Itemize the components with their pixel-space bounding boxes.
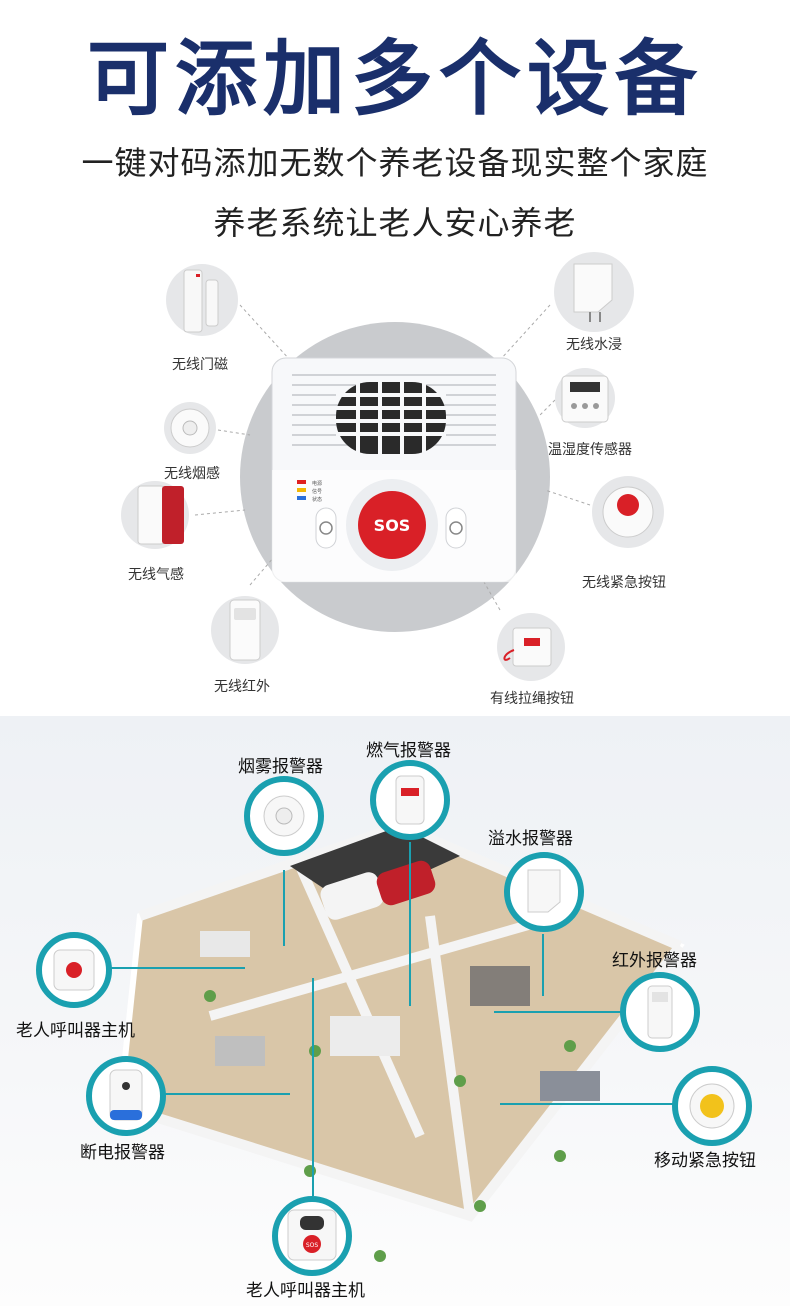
device-label-pull-cord: 有线拉绳按钮 bbox=[490, 691, 574, 707]
svg-text:状态: 状态 bbox=[312, 496, 322, 503]
callout-elder-caller-host-bottom: SOS bbox=[272, 1196, 352, 1276]
callout-label-smoke-alarm: 烟雾报警器 bbox=[238, 757, 323, 777]
device-label-thermo-hygrometer: 温湿度传感器 bbox=[548, 442, 632, 458]
door-sensor-device bbox=[166, 264, 238, 336]
pull-cord-button-device bbox=[497, 613, 565, 681]
callout-power-failure-alarm bbox=[86, 1056, 166, 1136]
sos-label: SOS bbox=[374, 516, 411, 535]
infrared-sensor-device bbox=[211, 596, 279, 664]
infrared-alarm-icon bbox=[647, 985, 673, 1039]
device-label-water-leak: 无线水浸 bbox=[566, 337, 622, 353]
smoke-alarm-icon bbox=[263, 795, 305, 837]
call-button-right bbox=[445, 507, 467, 549]
page-title: 可添加多个设备 bbox=[86, 32, 703, 127]
svg-text:电源: 电源 bbox=[312, 480, 322, 487]
callout-elder-caller-host-left bbox=[36, 932, 112, 1008]
overflow-alarm-icon bbox=[527, 869, 561, 913]
callout-label-infrared-alarm: 红外报警器 bbox=[612, 951, 697, 971]
speaker-grille bbox=[336, 382, 446, 454]
power-failure-alarm-icon bbox=[109, 1069, 143, 1121]
callout-mobile-emergency-button bbox=[672, 1066, 752, 1146]
callout-overflow-alarm bbox=[504, 852, 584, 932]
call-button-left bbox=[315, 507, 337, 549]
thermo-hygrometer-device bbox=[555, 368, 615, 428]
mobile-emergency-button-icon bbox=[689, 1083, 735, 1129]
subtitle-secondary: 养老系统让老人安心养老 bbox=[213, 204, 577, 242]
gas-alarm-icon bbox=[395, 775, 425, 825]
sos-button bbox=[358, 491, 426, 559]
water-leak-sensor-device bbox=[554, 252, 634, 332]
house-layout-section: SOS 烟雾报警器 燃气报警器 溢水报警器 红外报警器 老人呼叫器主机 断电报警… bbox=[0, 716, 790, 1306]
device-label-gas: 无线气感 bbox=[128, 567, 184, 583]
callout-lines bbox=[104, 842, 675, 1196]
elder-caller-host-icon bbox=[53, 949, 95, 991]
subtitle-primary: 一键对码添加无数个养老设备现实整个家庭 bbox=[81, 144, 709, 182]
svg-text:信号: 信号 bbox=[312, 488, 322, 495]
callout-label-gas-alarm: 燃气报警器 bbox=[366, 741, 451, 761]
emergency-button-device bbox=[592, 476, 664, 548]
callout-label-mobile-emergency-button: 移动紧急按钮 bbox=[654, 1151, 756, 1171]
svg-text:SOS: SOS bbox=[306, 1242, 319, 1249]
gas-sensor-device bbox=[121, 481, 189, 549]
device-label-emergency-button: 无线紧急按钮 bbox=[582, 575, 666, 591]
smoke-detector-device bbox=[164, 402, 216, 454]
elder-caller-host-icon: SOS bbox=[287, 1209, 337, 1261]
device-connection-diagram: 电源 信号 状态 SOS bbox=[121, 252, 664, 681]
callout-gas-alarm bbox=[370, 760, 450, 840]
device-label-infrared: 无线红外 bbox=[214, 679, 270, 695]
callout-label-overflow-alarm: 溢水报警器 bbox=[488, 829, 573, 849]
device-label-door-sensor: 无线门磁 bbox=[172, 357, 228, 373]
callout-smoke-alarm bbox=[244, 776, 324, 856]
callout-infrared-alarm bbox=[620, 972, 700, 1052]
callout-label-elder-caller-host-bottom: 老人呼叫器主机 bbox=[246, 1281, 365, 1301]
callout-label-elder-caller-host-left: 老人呼叫器主机 bbox=[16, 1021, 135, 1041]
device-label-smoke: 无线烟感 bbox=[164, 466, 220, 482]
callout-label-power-failure-alarm: 断电报警器 bbox=[80, 1143, 165, 1163]
hub-device: 电源 信号 状态 SOS bbox=[271, 357, 517, 583]
